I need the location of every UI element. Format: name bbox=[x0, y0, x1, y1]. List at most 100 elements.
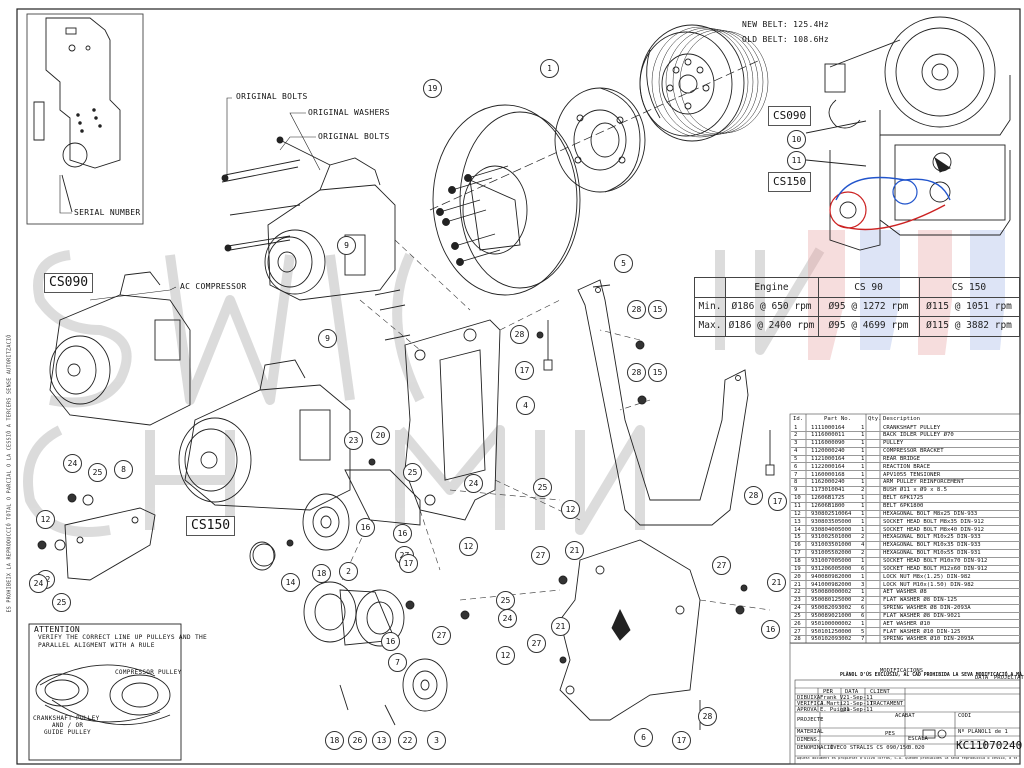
item-callout-1: 1 bbox=[540, 59, 559, 78]
bom-cell-id: 4 bbox=[794, 448, 798, 455]
bom-cell-id: 27 bbox=[794, 628, 801, 635]
item-callout-28: 28 bbox=[510, 325, 529, 344]
speed-row-min-label: Min. bbox=[698, 301, 722, 312]
item-callout-26: 26 bbox=[348, 731, 367, 750]
bom-cell-qty: 1 bbox=[861, 432, 865, 439]
bom-row-divider bbox=[791, 643, 1020, 645]
bom-cell-part: 1111000164 bbox=[811, 424, 845, 431]
bom-row-divider bbox=[791, 486, 1020, 488]
tb-acabat: ACABAT bbox=[895, 713, 915, 719]
bom-cell-qty: 1 bbox=[861, 557, 865, 564]
bom-cell-desc: BUSH Ø11 x Ø9 x 8.5 bbox=[883, 487, 947, 494]
tb-aprova-per: E. Puigpà bbox=[820, 707, 850, 713]
attention-line-2: PARALLEL ALIGMENT WITH A RULE bbox=[38, 642, 155, 649]
item-callout-27: 27 bbox=[432, 626, 451, 645]
bom-cell-qty: 1 bbox=[861, 424, 865, 431]
tb-verifica-data: 21-Sep-11 bbox=[843, 701, 873, 707]
bom-cell-desc: ARM PULLEY REINFORCEMENT bbox=[883, 479, 964, 486]
bom-cell-id: 9 bbox=[794, 487, 798, 494]
item-callout-16: 16 bbox=[381, 632, 400, 651]
bom-cell-desc: SOCKET HEAD BOLT M8x35 DIN-912 bbox=[883, 518, 985, 525]
and-or-label: AND / OR bbox=[52, 722, 84, 729]
bom-row-divider bbox=[791, 548, 1020, 550]
bom-row-divider bbox=[791, 611, 1020, 613]
bom-cell-id: 15 bbox=[794, 534, 801, 541]
tb-aprova: APROVA bbox=[797, 707, 817, 713]
bom-cell-desc: AET WASHER Ø10 bbox=[883, 620, 931, 627]
bom-cell-part: 950089021000 bbox=[811, 612, 852, 619]
bom-cell-part: 1116000090 bbox=[811, 440, 845, 447]
bom-header-qty: Qty. bbox=[868, 416, 882, 422]
item-callout-28: 28 bbox=[627, 300, 646, 319]
bom-cell-desc: HEXAGONAL BOLT M8x25 DIN-933 bbox=[883, 510, 978, 517]
item-callout-17: 17 bbox=[515, 361, 534, 380]
bom-cell-part: 950101250000 bbox=[811, 628, 852, 635]
bom-cell-id: 23 bbox=[794, 597, 801, 604]
item-callout-21: 21 bbox=[565, 541, 584, 560]
bom-row-divider bbox=[791, 556, 1020, 558]
bom-cell-desc: PULLEY bbox=[883, 440, 904, 447]
bom-cell-desc: COMPRESSOR BRACKET bbox=[883, 448, 944, 455]
tb-projecte: PROJECTE bbox=[797, 717, 824, 723]
bom-cell-part: 940080982000 bbox=[811, 573, 852, 580]
bom-header-id: Id. bbox=[793, 416, 804, 422]
bom-cell-qty: 1 bbox=[861, 573, 865, 580]
item-callout-24: 24 bbox=[29, 574, 48, 593]
bom-cell-id: 3 bbox=[794, 440, 798, 447]
bom-cell-part: 950080125000 bbox=[811, 597, 852, 604]
bom-cell-qty: 1 bbox=[861, 518, 865, 525]
bom-cell-part: 1173010041 bbox=[811, 487, 845, 494]
bom-row-divider bbox=[791, 462, 1020, 464]
reaction-brace-icon bbox=[559, 539, 701, 721]
compressor-icon bbox=[221, 136, 396, 301]
bom-cell-id: 28 bbox=[794, 636, 801, 643]
tb-dibuixa: DIBUIXA bbox=[797, 695, 821, 701]
bom-row-divider bbox=[791, 493, 1020, 495]
item-callout-15: 15 bbox=[648, 300, 667, 319]
bom-cell-qty: 1 bbox=[861, 471, 865, 478]
bom-cell-qty: 1 bbox=[861, 526, 865, 533]
bom-cell-part: 1121000164 bbox=[811, 455, 845, 462]
bom-cell-part: 1162000240 bbox=[811, 479, 845, 486]
bom-cell-desc: REACTION BRACE bbox=[883, 463, 931, 470]
tb-dibuixa-data: 21-Sep-11 bbox=[843, 695, 873, 701]
serial-number-label: SERIAL NUMBER bbox=[74, 208, 141, 217]
tb-aprova-data: 21-Sep-11 bbox=[843, 707, 873, 713]
bom-row-divider bbox=[791, 431, 1020, 433]
item-callout-27: 27 bbox=[712, 556, 731, 575]
bom-cell-id: 13 bbox=[794, 518, 801, 525]
bom-row-divider bbox=[791, 509, 1020, 511]
bom-cell-desc: CRANKSHAFT PULLEY bbox=[883, 424, 941, 431]
item-callout-7: 7 bbox=[388, 653, 407, 672]
bom-cell-id: 20 bbox=[794, 573, 801, 580]
bom-row-divider bbox=[791, 603, 1020, 605]
bom-cell-desc: FLAT WASHER Ø8 DIN-125 bbox=[883, 597, 958, 604]
item-callout-25: 25 bbox=[403, 463, 422, 482]
bom-cell-desc: SPRING WASHER Ø8 DIN-2093A bbox=[883, 605, 971, 612]
bom-cell-part: 1160000168 bbox=[811, 471, 845, 478]
bom-header-part: Part No. bbox=[824, 416, 851, 422]
tb-full: 1 de 1 bbox=[988, 729, 1008, 735]
bom-cell-id: 22 bbox=[794, 589, 801, 596]
bom-row-divider bbox=[791, 454, 1020, 456]
bom-cell-desc: AET WASHER Ø8 bbox=[883, 589, 927, 596]
speed-min-cs150: Ø115 @ 1051 rpm bbox=[926, 301, 1012, 312]
tb-modifications: MODIFICACIONS bbox=[880, 668, 924, 674]
bom-cell-qty: 1 bbox=[861, 503, 865, 509]
tb-tractament: TRACTAMENT bbox=[870, 701, 904, 707]
crankshaft-pulley-icon bbox=[429, 24, 769, 296]
bom-cell-qty: 1 bbox=[861, 620, 865, 627]
bom-cell-qty: 2 bbox=[861, 534, 865, 541]
bom-cell-id: 7 bbox=[794, 471, 798, 478]
